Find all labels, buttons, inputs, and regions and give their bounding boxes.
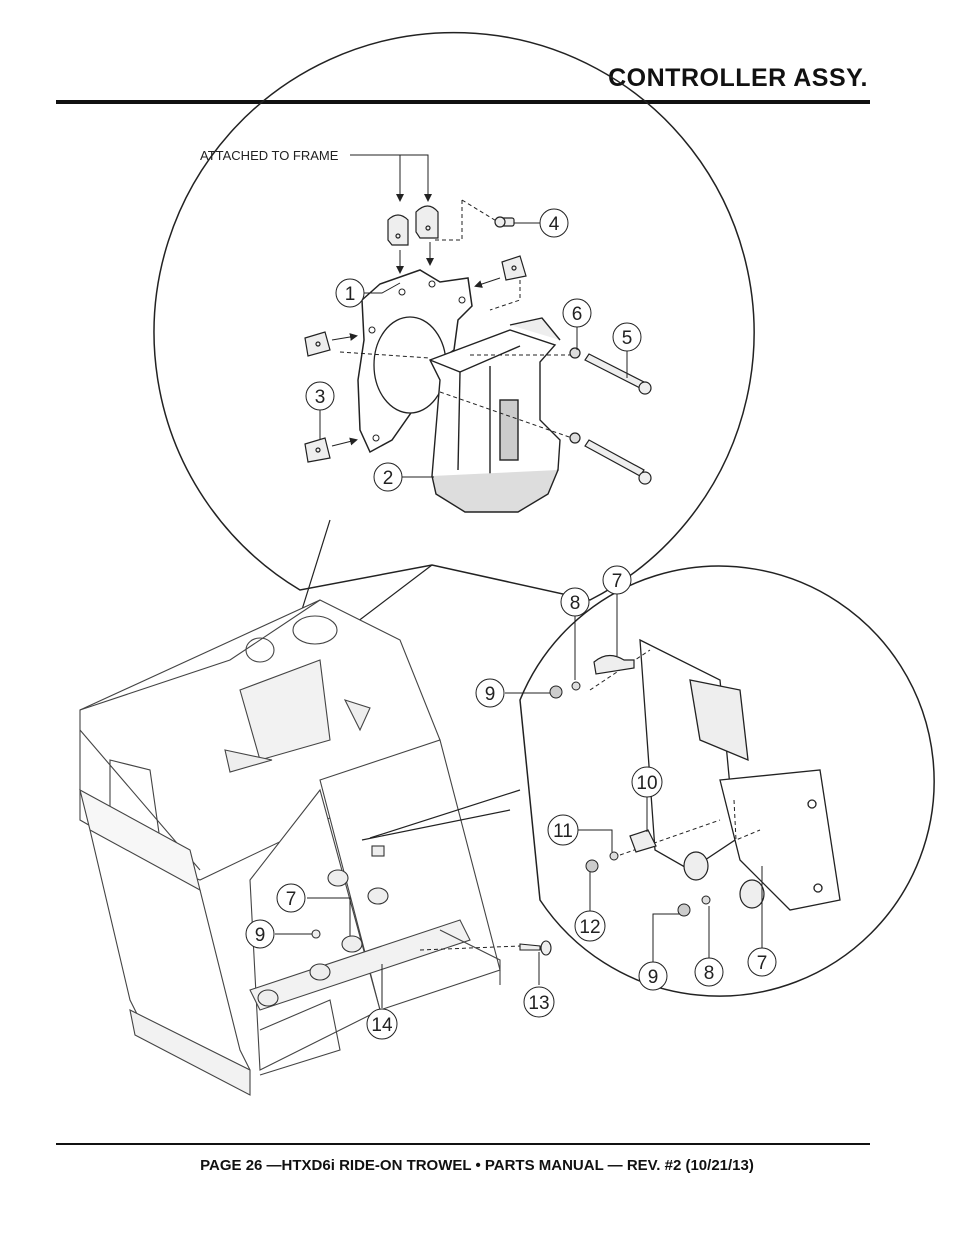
header-rule [56, 100, 870, 104]
svg-text:11: 11 [553, 821, 573, 842]
clip-10 [629, 829, 657, 853]
callout-12: 12 [574, 910, 606, 942]
svg-text:3: 3 [315, 387, 326, 408]
footer-rule [56, 1143, 870, 1145]
svg-text:8: 8 [704, 963, 715, 984]
svg-text:10: 10 [636, 773, 657, 794]
bolt-5a [584, 353, 652, 395]
page-footer: PAGE 26 —HTXD6i RIDE-ON TROWEL • PARTS M… [200, 1157, 754, 1174]
nut-9-top [549, 685, 563, 699]
callout-9-frame: 9 [245, 919, 275, 949]
callout-7-frame: 7 [276, 883, 306, 913]
clip-nut-3b [304, 437, 331, 463]
frame-bracket-right [415, 205, 439, 239]
callout-leaders [275, 222, 763, 1008]
svg-text:9: 9 [648, 967, 659, 988]
upper-detail-circle [153, 31, 755, 601]
attached-to-frame-label: ATTACHED TO FRAME [200, 148, 339, 163]
washer-6b [569, 432, 581, 444]
machine-frame [79, 599, 501, 1096]
washer-8-bottom [701, 895, 711, 905]
clip-nut-3a [304, 331, 331, 357]
bolt-5b [584, 439, 652, 485]
frame-bracket-left [387, 214, 409, 246]
svg-text:2: 2 [383, 468, 394, 489]
upper-detail-view: ATTACHED TO FRAME [153, 31, 755, 689]
svg-text:8: 8 [570, 593, 581, 614]
callout-9-top: 9 [475, 678, 505, 708]
callout-9-bottom: 9 [638, 961, 668, 991]
callout-6: 6 [562, 298, 592, 328]
svg-text:9: 9 [485, 684, 496, 705]
bolt-13 [519, 940, 552, 956]
svg-text:6: 6 [572, 304, 583, 325]
clamps-on-frame [257, 845, 389, 1007]
clip-nut-top-right [501, 255, 527, 281]
svg-text:12: 12 [579, 917, 600, 938]
svg-text:5: 5 [622, 328, 633, 349]
washer-8-top [571, 681, 581, 691]
callout-2: 2 [373, 462, 403, 492]
callout-8-top: 8 [560, 587, 590, 617]
callout-10: 10 [631, 766, 663, 798]
callout-1: 1 [335, 278, 365, 308]
callout-13: 13 [523, 986, 555, 1018]
svg-text:7: 7 [612, 571, 623, 592]
svg-text:13: 13 [528, 993, 549, 1014]
callout-14: 14 [366, 1008, 398, 1040]
svg-text:7: 7 [757, 953, 768, 974]
callout-11: 11 [547, 814, 579, 846]
callout-5: 5 [612, 322, 642, 352]
svg-text:7: 7 [286, 889, 297, 910]
washer-11 [609, 851, 619, 861]
svg-text:4: 4 [549, 214, 560, 235]
nut-12 [585, 859, 599, 873]
hose-clamp-7-top [593, 654, 635, 675]
callout-7-bottom: 7 [747, 947, 777, 977]
callout-4: 4 [539, 208, 569, 238]
svg-text:14: 14 [371, 1015, 393, 1036]
lower-detail-circle [519, 565, 935, 997]
callout-8-bottom: 8 [694, 957, 724, 987]
svg-text:9: 9 [255, 925, 266, 946]
page-title: CONTROLLER ASSY. [608, 64, 868, 92]
screw-4 [494, 216, 515, 228]
lower-detail-view [361, 565, 935, 997]
washer-6a [569, 347, 581, 359]
svg-text:1: 1 [345, 284, 356, 305]
hose-clamp-mid [683, 851, 765, 909]
callout-3: 3 [305, 381, 335, 411]
nut-9-bottom [677, 903, 691, 917]
callout-7-top: 7 [602, 565, 632, 595]
